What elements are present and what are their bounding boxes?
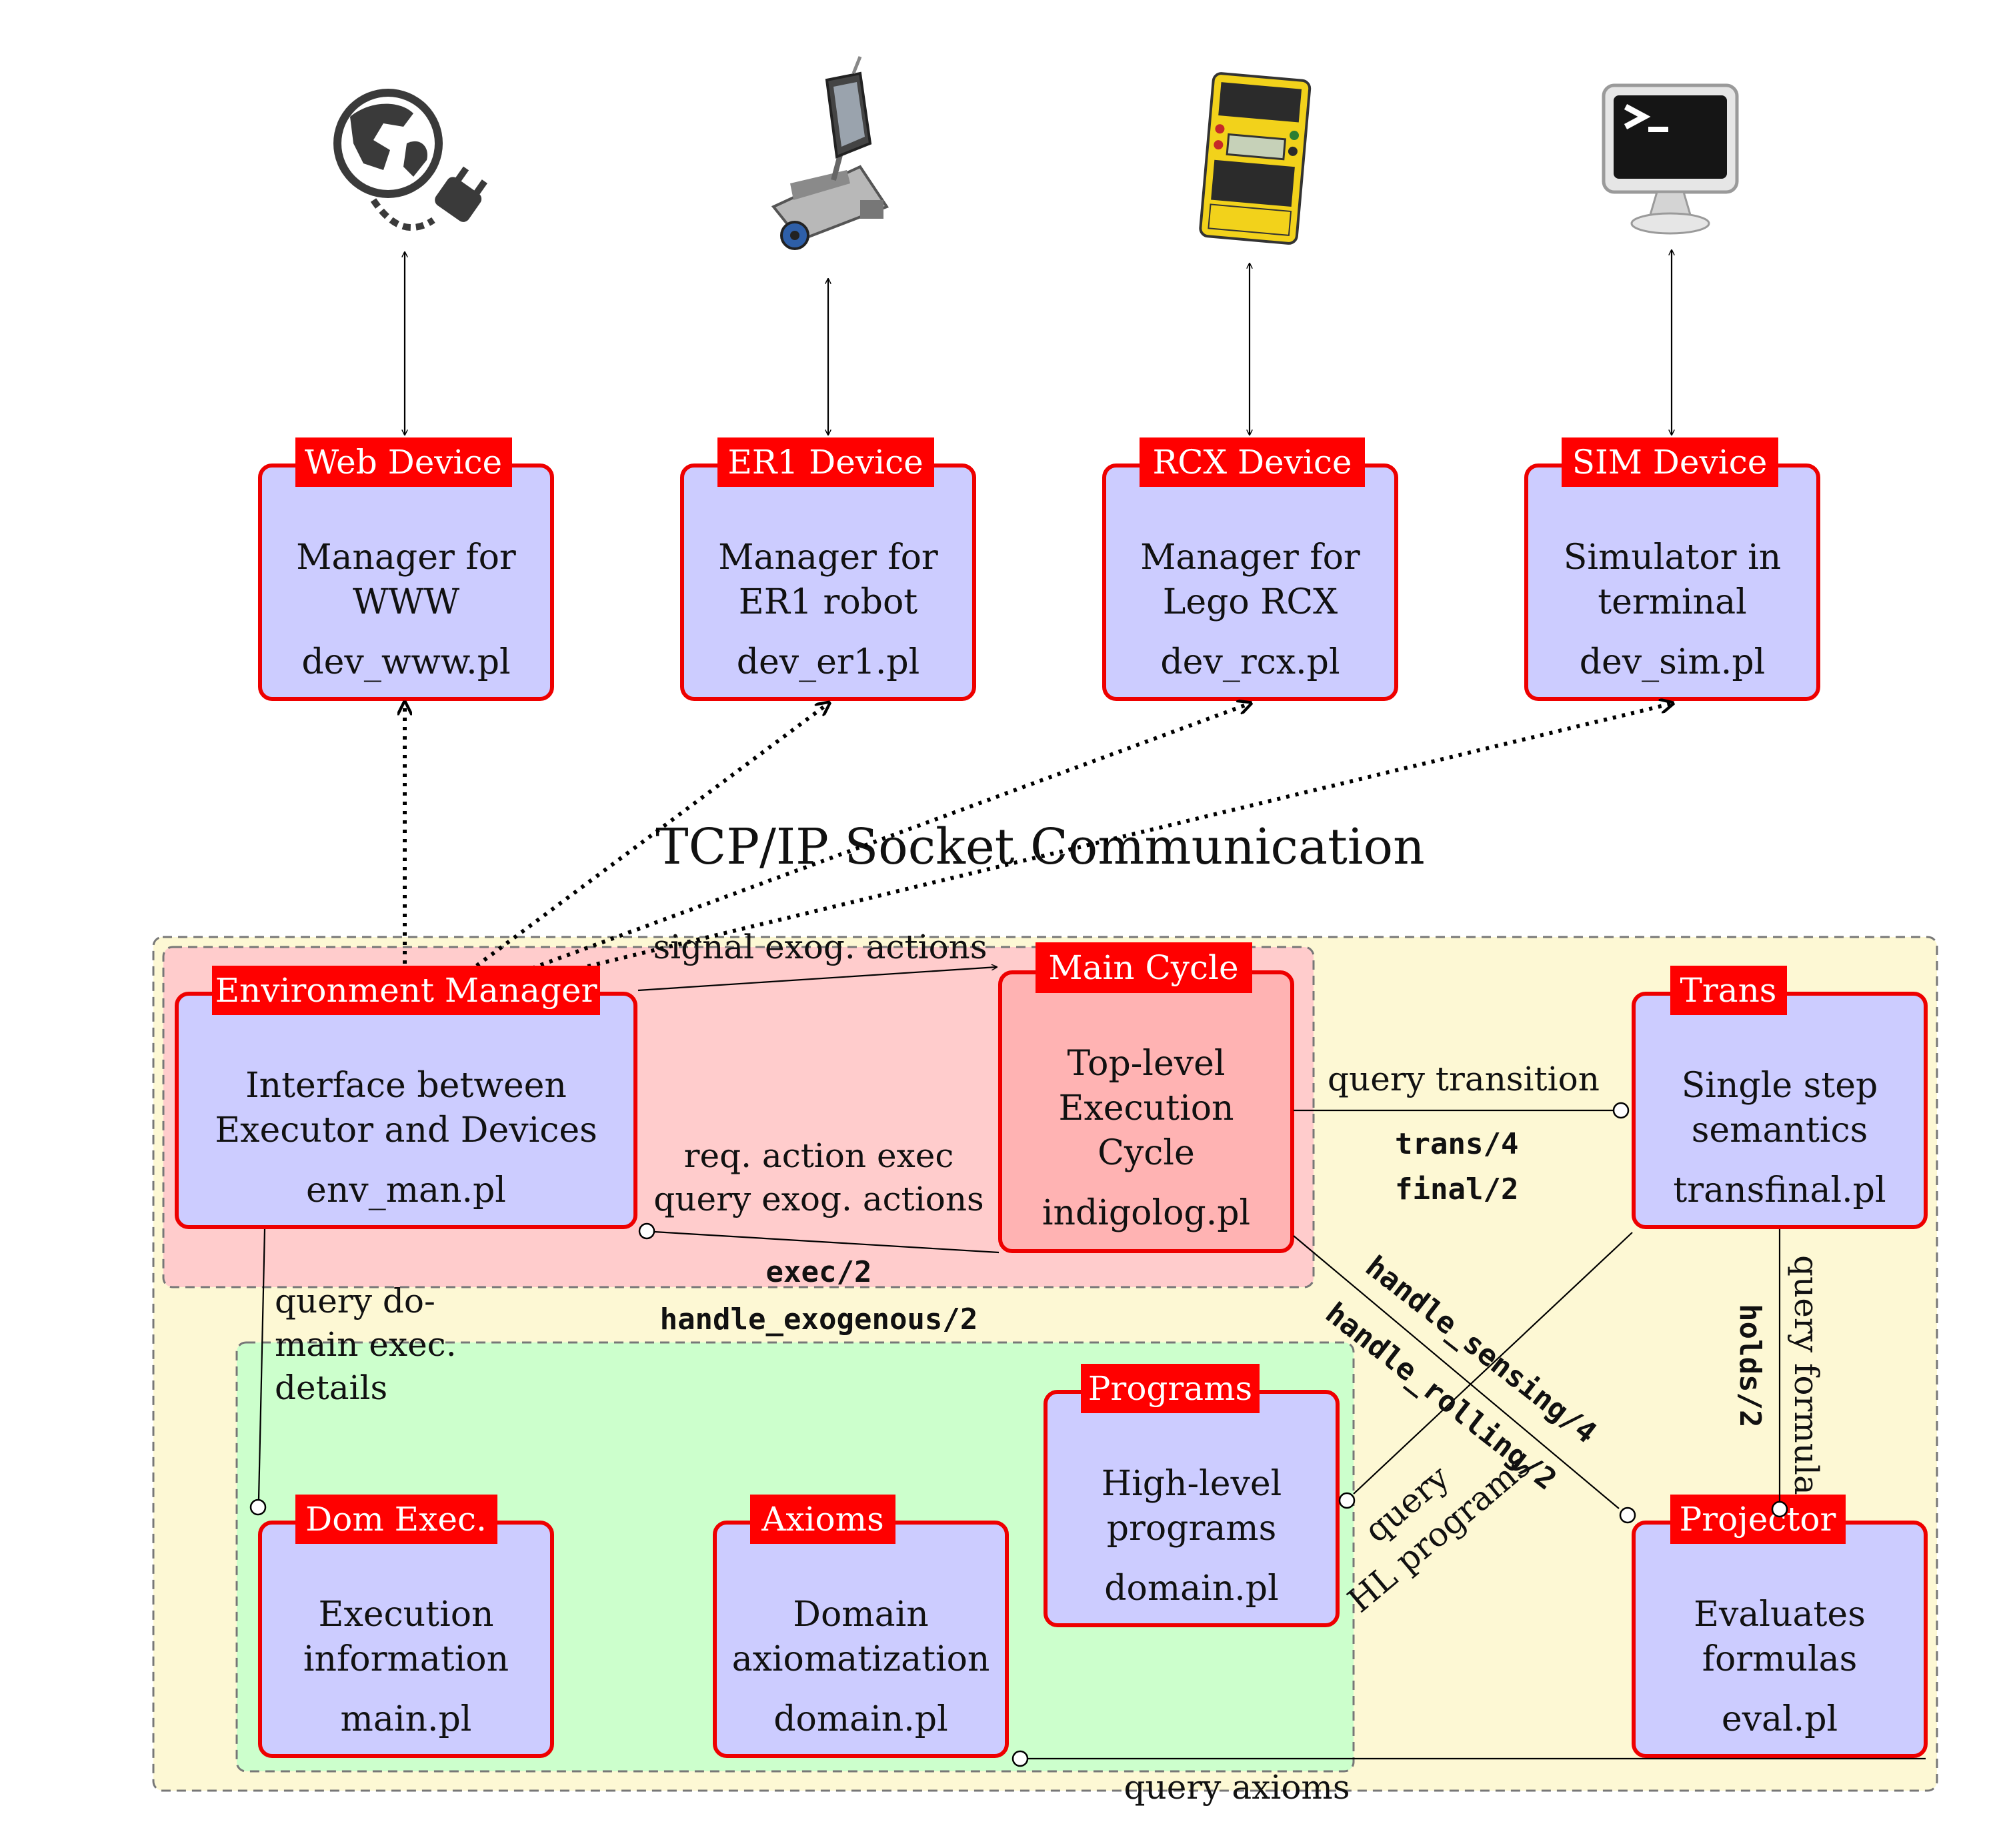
module-desc-line2: axiomatization xyxy=(732,1639,990,1679)
module-tag: Projector xyxy=(1680,1500,1836,1539)
module-tag: Main Cycle xyxy=(1048,948,1238,987)
trans-box: Trans Single step semantics transfinal.p… xyxy=(1632,966,1928,1229)
module-desc-line1: Interface between xyxy=(245,1066,567,1106)
signal-label: signal exog. actions xyxy=(653,928,987,966)
device-desc-line1: Manager for xyxy=(1140,538,1360,578)
query-axioms-label: query axioms xyxy=(1124,1768,1350,1807)
module-desc-line1: Single step xyxy=(1682,1066,1878,1106)
module-file: indigolog.pl xyxy=(1042,1193,1250,1233)
socket-link-sim xyxy=(433,704,1672,1004)
query-transition-label: query transition xyxy=(1328,1060,1600,1098)
device-file: dev_rcx.pl xyxy=(1160,642,1340,682)
module-desc-line2: formulas xyxy=(1702,1639,1858,1679)
final2-label: final/2 xyxy=(1395,1172,1518,1206)
query-domain-label-2: main exec. xyxy=(275,1325,457,1364)
endpoint-circle xyxy=(1338,1492,1356,1509)
module-desc-line2: Execution xyxy=(1059,1088,1234,1128)
handle-sensing-connector xyxy=(1293,1235,1620,1509)
device-desc-line1: Manager for xyxy=(718,538,938,578)
query-programs-connector xyxy=(1353,1232,1633,1495)
connector-endpoints xyxy=(249,1102,1788,1767)
module-file: eval.pl xyxy=(1722,1699,1838,1739)
trans4-label: trans/4 xyxy=(1395,1127,1518,1161)
device-tag: Web Device xyxy=(305,443,502,482)
device-desc-line2: WWW xyxy=(353,582,460,622)
query-domain-label-1: query do- xyxy=(275,1282,435,1320)
handle-exogenous-label: handle_exogenous/2 xyxy=(660,1302,978,1336)
holds-label: holds/2 xyxy=(1733,1304,1767,1427)
query-exog-label: query exog. actions xyxy=(653,1180,983,1218)
query-formula-label: query formula xyxy=(1787,1255,1826,1495)
globe-plug-icon xyxy=(333,89,487,231)
device-file: dev_er1.pl xyxy=(737,642,920,682)
device-desc-line2: ER1 robot xyxy=(739,582,917,622)
connectors xyxy=(257,967,1926,1760)
endpoint-circle xyxy=(638,1222,655,1240)
module-file: domain.pl xyxy=(1104,1569,1278,1609)
axioms-box: Axioms Domain axiomatization domain.pl xyxy=(713,1495,1009,1758)
module-tag: Axioms xyxy=(761,1500,883,1539)
terminal-monitor-icon xyxy=(1602,83,1739,235)
module-desc-line1: Execution xyxy=(319,1595,494,1635)
module-tag: Dom Exec. xyxy=(305,1500,487,1539)
query-domain-connector xyxy=(257,1228,266,1500)
environment-manager-box: Environment Manager Interface between Ex… xyxy=(175,966,637,1229)
module-desc-line2: semantics xyxy=(1692,1110,1868,1150)
device-desc-line1: Manager for xyxy=(296,538,516,578)
endpoint-circle xyxy=(1012,1750,1029,1767)
module-desc-line1: Domain xyxy=(793,1595,928,1635)
endpoint-circle xyxy=(1619,1507,1636,1524)
rcx-device-box: RCX Device Manager for Lego RCX dev_rcx.… xyxy=(1102,437,1398,701)
module-file: domain.pl xyxy=(773,1699,947,1739)
module-tag: Programs xyxy=(1088,1369,1252,1408)
sim-device-box: SIM Device Simulator in terminal dev_sim… xyxy=(1524,437,1820,701)
module-tag: Environment Manager xyxy=(215,971,597,1010)
projector-box: Projector Evaluates formulas eval.pl xyxy=(1632,1495,1928,1758)
module-desc-line3: Cycle xyxy=(1098,1133,1195,1173)
endpoint-circle xyxy=(249,1499,267,1516)
device-desc-line1: Simulator in xyxy=(1564,538,1781,578)
lego-rcx-icon xyxy=(1199,72,1312,245)
module-file: env_man.pl xyxy=(306,1170,506,1210)
device-file: dev_sim.pl xyxy=(1580,642,1766,682)
module-tag: Trans xyxy=(1680,971,1777,1010)
device-desc-line2: terminal xyxy=(1598,582,1747,622)
device-tag: SIM Device xyxy=(1572,443,1768,482)
web-device-box: Web Device Manager for WWW dev_www.pl xyxy=(258,437,554,701)
module-desc-line2: Executor and Devices xyxy=(215,1110,597,1150)
endpoint-circle xyxy=(1771,1501,1788,1518)
programs-box: Programs High-level programs domain.pl xyxy=(1044,1364,1340,1627)
device-tag: RCX Device xyxy=(1153,443,1352,482)
req-exec-label: req. action exec xyxy=(684,1136,954,1175)
socket-links xyxy=(405,704,1672,1010)
query-domain-label-3: details xyxy=(275,1368,387,1407)
exec-connector xyxy=(653,1230,1000,1254)
module-desc-line2: information xyxy=(303,1639,509,1679)
er1-robot-icon xyxy=(771,56,889,250)
device-file: dev_www.pl xyxy=(301,642,510,682)
exec-label: exec/2 xyxy=(766,1255,872,1289)
module-desc-line2: programs xyxy=(1107,1509,1277,1549)
diagram-title: TCP/IP Socket Communication xyxy=(655,818,1425,876)
module-desc-line1: Evaluates xyxy=(1694,1595,1866,1635)
dom-exec-box: Dom Exec. Execution information main.pl xyxy=(258,1495,554,1758)
module-desc-line1: Top-level xyxy=(1068,1044,1226,1084)
module-desc-line1: High-level xyxy=(1102,1464,1282,1504)
er1-device-box: ER1 Device Manager for ER1 robot dev_er1… xyxy=(680,437,976,701)
signal-arrow xyxy=(637,967,997,992)
device-tag: ER1 Device xyxy=(727,443,923,482)
module-file: main.pl xyxy=(341,1699,472,1739)
main-cycle-box: Main Cycle Top-level Execution Cycle ind… xyxy=(998,942,1294,1253)
device-desc-line2: Lego RCX xyxy=(1163,582,1338,622)
endpoint-circle xyxy=(1612,1102,1630,1119)
module-file: transfinal.pl xyxy=(1673,1170,1886,1210)
